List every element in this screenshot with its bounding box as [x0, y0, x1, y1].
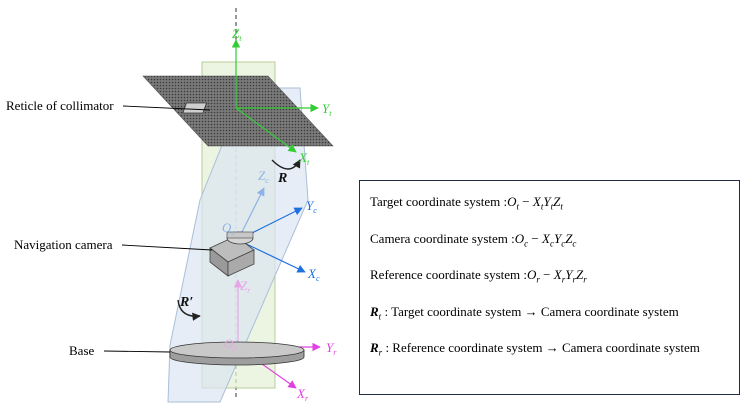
camera-callout: Navigation camera	[14, 237, 113, 252]
base-leader	[103, 350, 171, 353]
legend-rr: Rr : Reference coordinate system → Camer…	[370, 340, 700, 358]
reticle-callout: Reticle of collimator	[6, 98, 114, 113]
base-disc	[169, 341, 305, 366]
reference-z-label: Zr	[240, 278, 251, 295]
camera-z-label: Zc	[258, 168, 269, 185]
camera-y-label: Yc	[306, 198, 317, 215]
legend-camera: Camera coordinate system :Oc − XcYcZc	[370, 230, 577, 249]
legend-rt: Rt : Target coordinate system → Camera c…	[370, 303, 679, 322]
reticle-mark	[182, 102, 208, 114]
reference-y-label: Yr	[326, 340, 337, 357]
rotation-rprime-arc	[177, 299, 201, 321]
camera-z-axis	[237, 187, 265, 241]
reticle-leader	[122, 105, 211, 111]
camera-x-label: Xc	[307, 266, 320, 283]
camera-origin-label: Oc	[222, 220, 235, 237]
legend-target: Target coordinate system :Ot − XtYtZt	[370, 194, 563, 212]
reference-origin-label: Or	[224, 336, 237, 353]
base-callout: Base	[69, 343, 95, 358]
camera-leader	[121, 244, 213, 251]
target-y-label: Yt	[322, 101, 332, 118]
target-x-label: Xt	[298, 150, 310, 167]
target-x-axis	[235, 107, 297, 153]
legend-reference: Reference coordinate system :Or − XrYrZr	[370, 267, 587, 285]
legend-box: Target coordinate system :Ot − XtYtZt Ca…	[359, 180, 740, 395]
rotation-r-arc	[271, 159, 301, 170]
rotation-r-label: R	[277, 171, 287, 186]
rotation-rprime-label: R′	[179, 295, 193, 310]
navigation-camera-body	[209, 231, 255, 277]
reference-x-label: Xr	[296, 386, 309, 403]
target-z-label: Zt	[232, 26, 242, 43]
reticle-plate	[142, 75, 334, 147]
camera-x-axis	[237, 239, 306, 273]
